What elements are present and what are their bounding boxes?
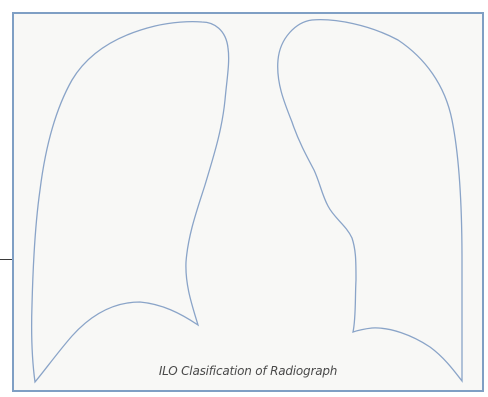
left-lung-outline: [278, 20, 462, 381]
diagram-caption: ILO Clasification of Radiograph: [12, 364, 484, 378]
right-lung-outline: [32, 22, 229, 382]
